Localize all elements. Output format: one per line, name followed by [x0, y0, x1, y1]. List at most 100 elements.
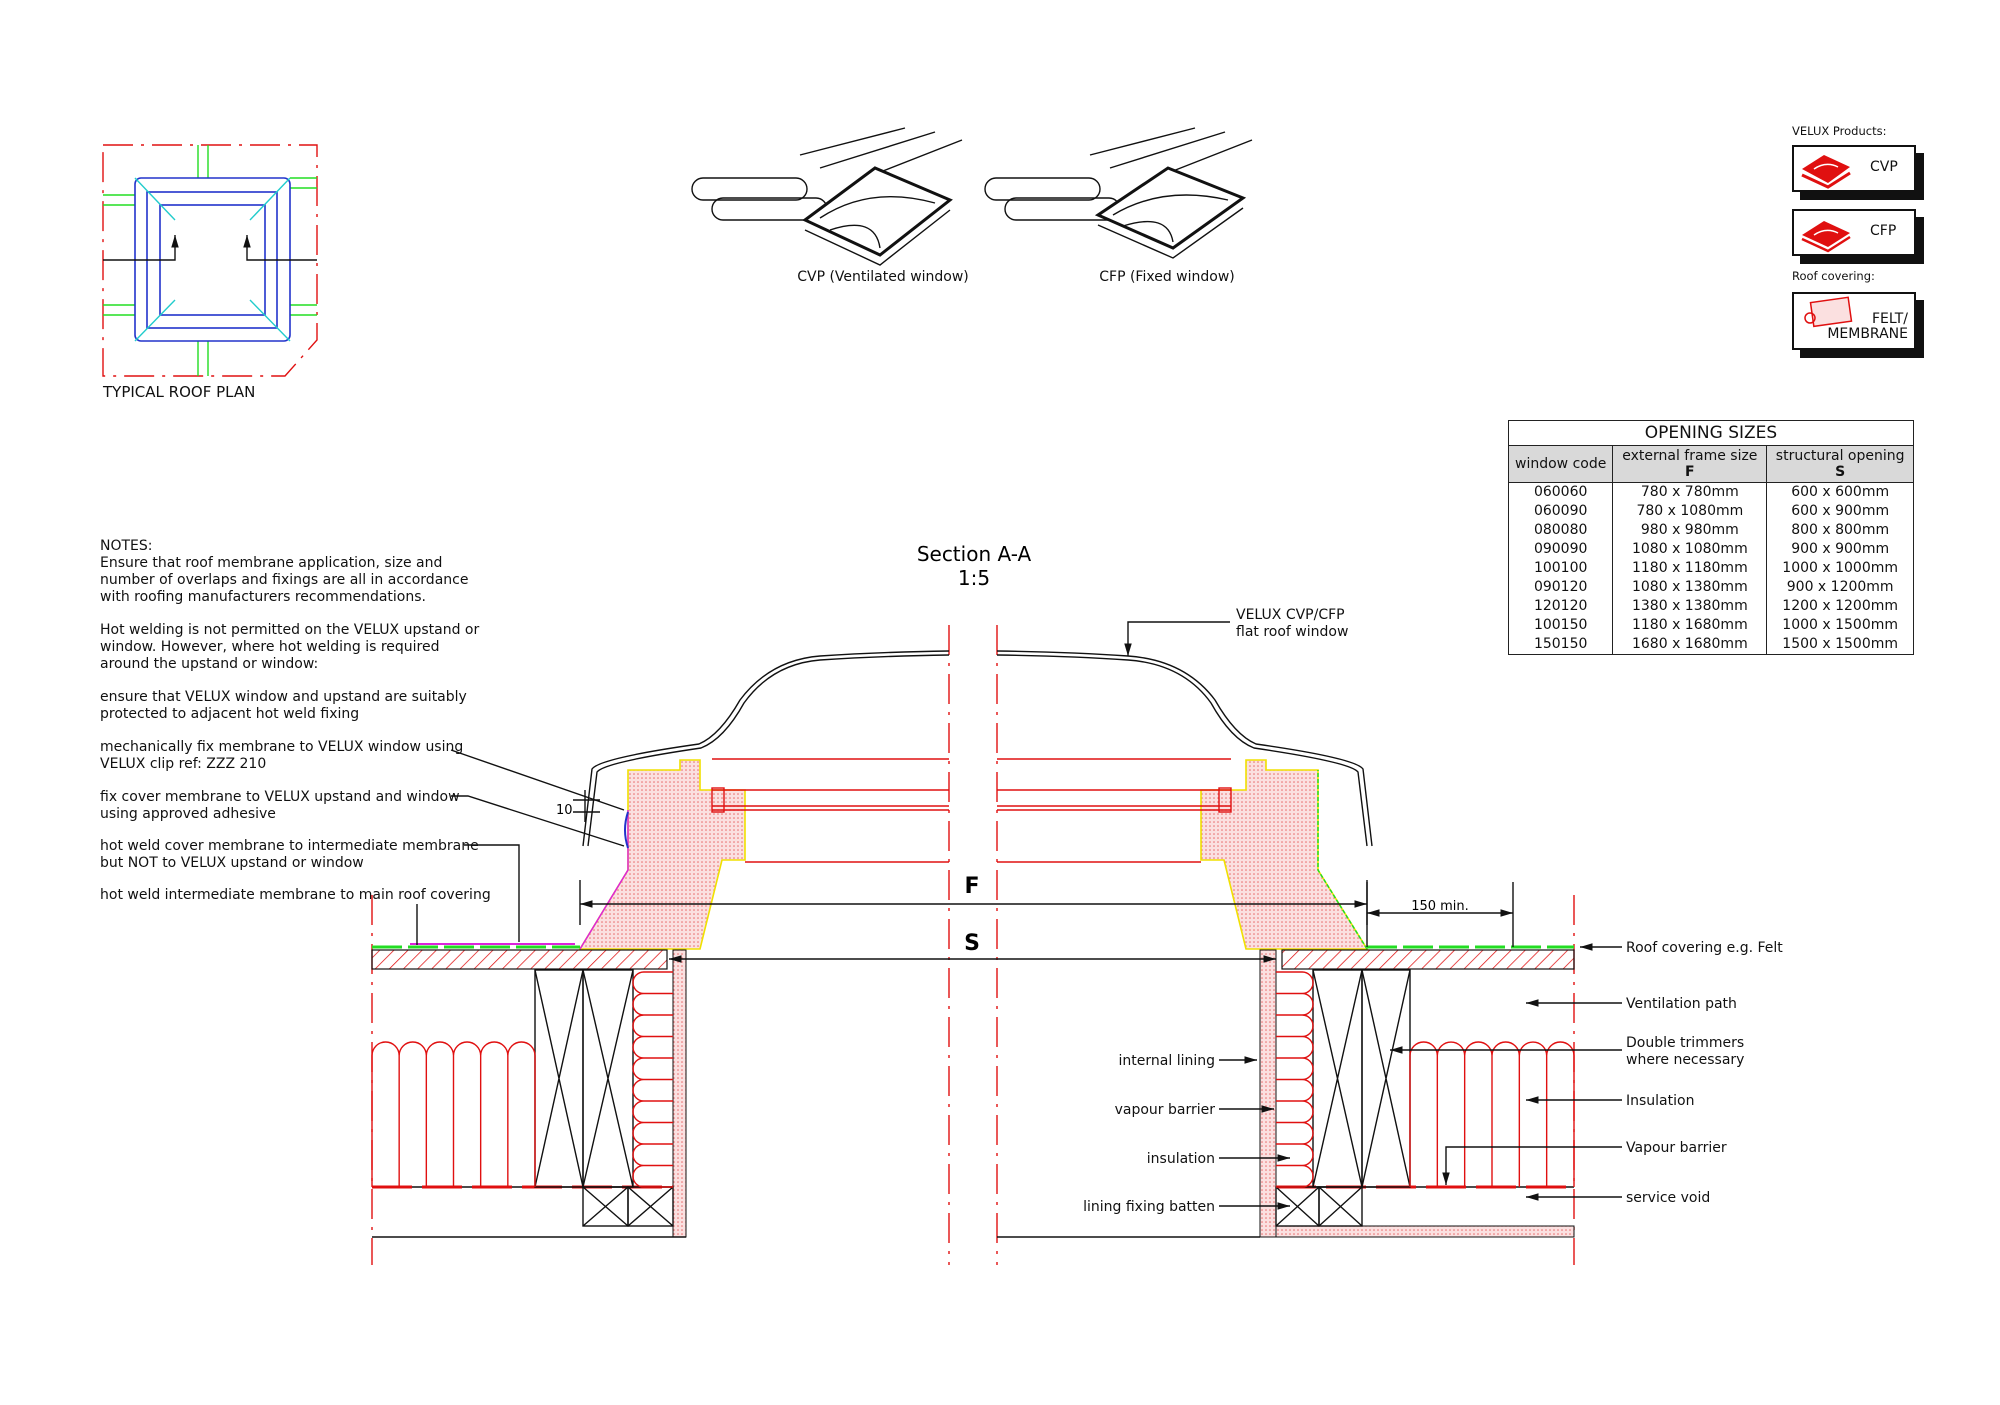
label-batten: lining fixing batten: [1083, 1199, 1215, 1215]
cell-code: 080080: [1507, 521, 1614, 540]
legend-cvp: CVP: [1792, 145, 1916, 192]
right-labels: Roof covering e.g. Felt Ventilation path…: [1390, 940, 1783, 1206]
note-line: around the upstand or window:: [100, 656, 318, 672]
dim-f-label: F: [964, 874, 979, 899]
dim-10-label: 10: [556, 803, 573, 818]
cell-code: 150150: [1507, 635, 1614, 655]
lining-batten-cross: [582, 1186, 629, 1227]
cell-code: 090090: [1507, 540, 1614, 559]
note-line: Ensure that roof membrane application, s…: [100, 555, 442, 571]
table-title: OPENING SIZES: [1508, 420, 1914, 446]
section-scale: 1:5: [958, 566, 990, 590]
insulation-upstand-left: [632, 971, 673, 1188]
dimension-10: 10: [556, 790, 600, 822]
lining-batten-cross: [1318, 1186, 1363, 1227]
cvp-product-icon: [1801, 155, 1851, 189]
cfp-illustration: [984, 127, 1253, 259]
note-line: fix cover membrane to VELUX upstand and …: [100, 789, 460, 805]
note-line: Hot welding is not permitted on the VELU…: [100, 622, 479, 638]
roof-structure: [371, 949, 1575, 1238]
legend-cfp: CFP: [1792, 209, 1916, 256]
label-insulation: Insulation: [1626, 1093, 1694, 1109]
note-line: using approved adhesive: [100, 806, 276, 822]
note-line: VELUX clip ref: ZZZ 210: [100, 756, 266, 772]
window-dome: [582, 650, 1373, 847]
opening-sizes-table: OPENING SIZES window code external frame…: [1507, 420, 1914, 655]
label-inner-insulation: insulation: [1147, 1151, 1215, 1167]
cell-opening: 600 x 600mm: [1766, 482, 1914, 502]
joist-cross: [1312, 969, 1363, 1188]
cell-opening: 900 x 900mm: [1766, 540, 1914, 559]
label-trimmers-2: where necessary: [1626, 1052, 1744, 1068]
glazing: [711, 758, 1232, 863]
lining-batten-cross: [627, 1186, 674, 1227]
cell-frame: 780 x 1080mm: [1612, 502, 1768, 521]
dim-150-label: 150 min.: [1411, 899, 1469, 914]
insulation-right: [1409, 1041, 1575, 1187]
dim-s-label: S: [964, 931, 980, 956]
cell-code: 120120: [1507, 597, 1614, 616]
col-opening-symbol: S: [1835, 464, 1846, 480]
lining-batten-cross: [1275, 1186, 1320, 1227]
note-line: hot weld cover membrane to intermediate …: [100, 838, 479, 854]
col-frame-label: external frame size: [1622, 448, 1758, 464]
cvp-illustration: [691, 127, 963, 266]
section-title: Section A-A: [917, 542, 1032, 566]
col-window-code: window code: [1507, 445, 1614, 483]
note-line: protected to adjacent hot weld fixing: [100, 706, 359, 722]
cell-code: 100100: [1507, 559, 1614, 578]
break-lines: [948, 625, 998, 1265]
note-leaders: [416, 749, 625, 945]
notes: NOTES:Ensure that roof membrane applicat…: [100, 538, 491, 903]
cell-code: 100150: [1507, 616, 1614, 635]
note-line: with roofing manufacturers recommendatio…: [100, 589, 426, 605]
notes-heading: NOTES:: [100, 538, 153, 554]
typical-roof-plan: TYPICAL ROOF PLAN: [102, 144, 318, 401]
legend-felt-line2: MEMBRANE: [1827, 326, 1908, 342]
joist-cross: [582, 969, 634, 1188]
col-opening-label: structural opening: [1775, 448, 1905, 464]
joist-cross: [1361, 969, 1411, 1188]
window-label-1: VELUX CVP/CFP: [1236, 607, 1345, 623]
note-line: number of overlaps and fixings are all i…: [100, 572, 468, 588]
label-inner-vapour: vapour barrier: [1115, 1102, 1216, 1118]
dimension-150: 150 min.: [1366, 882, 1514, 947]
insulation-left: [371, 1041, 536, 1187]
cell-frame: 1680 x 1680mm: [1612, 635, 1768, 655]
label-trimmers-1: Double trimmers: [1626, 1035, 1744, 1051]
joist-cross: [534, 969, 584, 1188]
legend-felt: FELT/MEMBRANE: [1792, 292, 1916, 350]
cell-frame: 1380 x 1380mm: [1612, 597, 1768, 616]
cell-opening: 1500 x 1500mm: [1766, 635, 1914, 655]
insulation-upstand-right: [1276, 971, 1314, 1188]
note-line: window. However, where hot welding is re…: [100, 639, 440, 655]
cell-frame: 980 x 980mm: [1612, 521, 1768, 540]
cvp-caption: CVP (Ventilated window): [797, 269, 969, 285]
cell-opening: 1200 x 1200mm: [1766, 597, 1914, 616]
cell-code: 060060: [1507, 482, 1614, 502]
legend-cvp-label: CVP: [1870, 159, 1898, 175]
lining-batten: [1318, 1186, 1363, 1227]
cell-opening: 900 x 1200mm: [1766, 578, 1914, 597]
label-ventilation: Ventilation path: [1626, 996, 1737, 1012]
legend-cfp-label: CFP: [1870, 223, 1897, 239]
window-label-2: flat roof window: [1236, 624, 1348, 640]
label-roof-covering: Roof covering e.g. Felt: [1626, 940, 1783, 956]
cell-opening: 600 x 900mm: [1766, 502, 1914, 521]
felt-roll-icon: [1804, 296, 1853, 328]
label-service-void: service void: [1626, 1190, 1710, 1206]
note-line: but NOT to VELUX upstand or window: [100, 855, 364, 871]
label-vapour-barrier: Vapour barrier: [1626, 1140, 1727, 1156]
roof-deck-right: [1281, 949, 1575, 970]
label-internal-lining: internal lining: [1119, 1053, 1215, 1069]
